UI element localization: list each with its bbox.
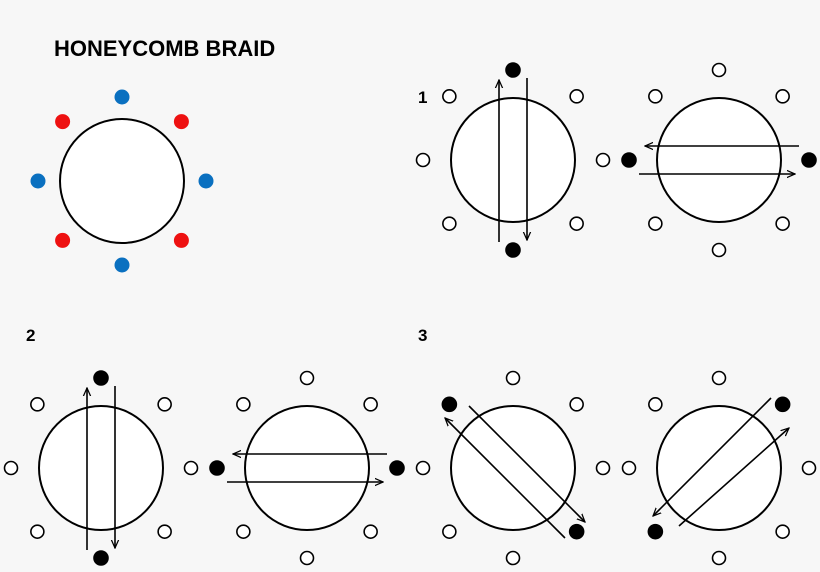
filled-peg	[505, 62, 521, 78]
filled-peg	[568, 523, 585, 540]
empty-peg	[415, 460, 431, 476]
legend-peg-blue	[198, 173, 214, 189]
wheel-disc-2	[656, 97, 782, 223]
empty-peg	[157, 397, 172, 412]
empty-peg	[236, 397, 251, 412]
wheel-disc-1	[450, 97, 576, 223]
empty-peg	[236, 524, 251, 539]
step-label-3: 3	[418, 326, 428, 345]
empty-peg	[299, 370, 315, 386]
strand-arrow-up-right	[678, 428, 789, 527]
filled-peg	[389, 460, 405, 476]
empty-peg	[30, 524, 45, 539]
empty-peg	[569, 216, 584, 231]
empty-peg	[183, 460, 199, 476]
empty-peg	[415, 152, 431, 168]
empty-peg	[711, 370, 727, 386]
strand-arrow-down-left	[653, 397, 772, 516]
empty-peg	[621, 460, 637, 476]
empty-peg	[775, 524, 790, 539]
strand-arrow-up-left	[445, 418, 566, 539]
empty-peg	[569, 89, 584, 104]
empty-peg	[157, 524, 172, 539]
step-label-1: 1	[418, 88, 428, 107]
empty-peg	[775, 89, 790, 104]
filled-peg	[647, 523, 664, 540]
legend-peg-red	[173, 232, 189, 248]
legend-peg-red	[55, 114, 71, 130]
empty-peg	[442, 524, 457, 539]
empty-peg	[648, 89, 663, 104]
legend-wheel-disc	[59, 118, 185, 244]
wheel-disc-3	[38, 405, 164, 531]
filled-peg	[93, 370, 109, 386]
empty-peg	[648, 397, 663, 412]
empty-peg	[442, 89, 457, 104]
wheel-disc-6	[656, 405, 782, 531]
empty-peg	[505, 550, 521, 566]
empty-peg	[505, 370, 521, 386]
legend-peg-blue	[114, 89, 130, 105]
wheel-disc-5	[450, 405, 576, 531]
filled-peg	[801, 152, 817, 168]
filled-peg	[93, 550, 109, 566]
empty-peg	[801, 460, 817, 476]
legend-peg-red	[173, 114, 189, 130]
filled-peg	[441, 396, 458, 413]
legend-peg-blue	[30, 173, 46, 189]
legend-peg-blue	[114, 257, 130, 273]
empty-peg	[363, 524, 378, 539]
empty-peg	[775, 216, 790, 231]
empty-peg	[711, 242, 727, 258]
empty-peg	[648, 216, 663, 231]
legend-peg-red	[55, 232, 71, 248]
empty-peg	[711, 62, 727, 78]
empty-peg	[442, 216, 457, 231]
wheel-disc-4	[244, 405, 370, 531]
strand-arrow-down-right	[468, 405, 585, 522]
empty-peg	[569, 397, 584, 412]
empty-peg	[595, 152, 611, 168]
empty-peg	[299, 550, 315, 566]
filled-peg	[621, 152, 637, 168]
empty-peg	[711, 550, 727, 566]
filled-peg	[209, 460, 225, 476]
step-label-2: 2	[26, 326, 36, 345]
diagram-title: HONEYCOMB BRAID	[54, 36, 276, 61]
filled-peg	[505, 242, 521, 258]
empty-peg	[3, 460, 19, 476]
empty-peg	[595, 460, 611, 476]
empty-peg	[363, 397, 378, 412]
empty-peg	[30, 397, 45, 412]
filled-peg	[774, 396, 791, 413]
